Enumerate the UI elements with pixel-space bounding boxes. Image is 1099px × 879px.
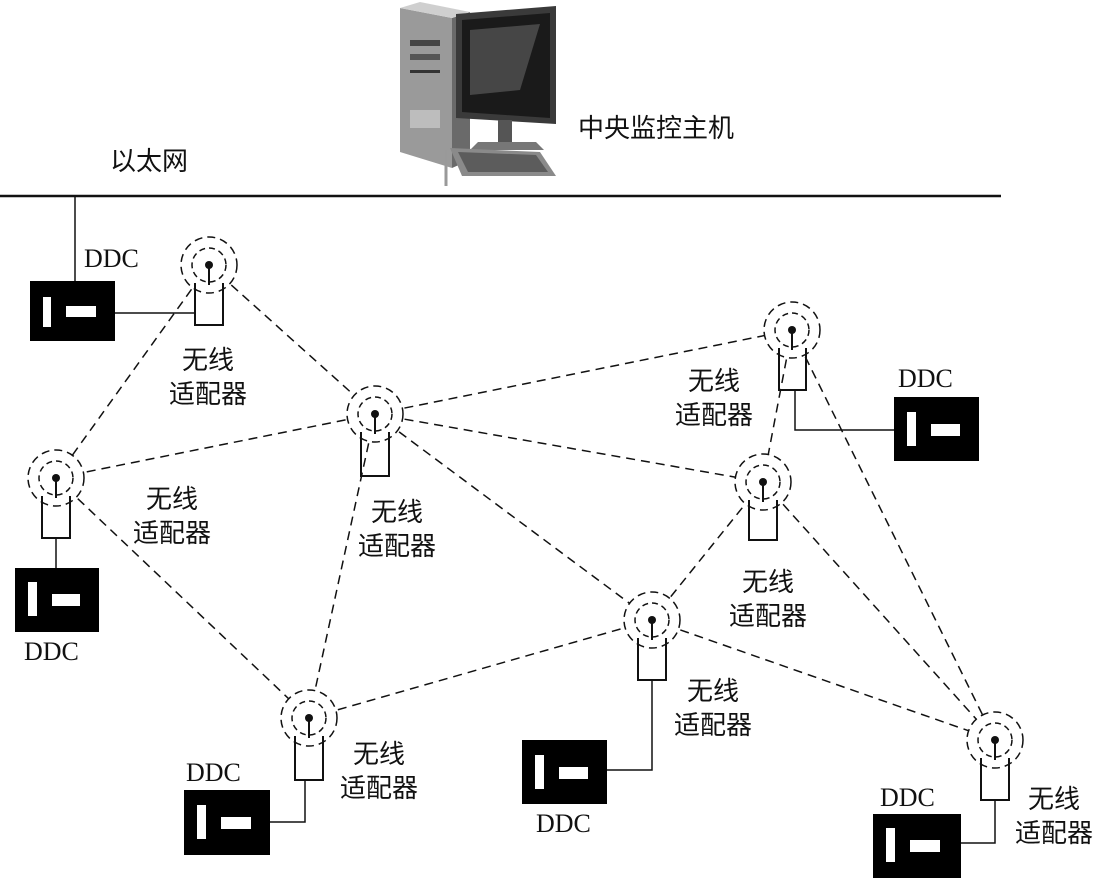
ddc-label-6: DDC — [880, 783, 935, 812]
link-D-H — [791, 329, 996, 741]
host-label: 中央监控主机 — [578, 114, 734, 144]
adapter-label-C: 无线 适配器 — [358, 498, 436, 562]
adapter-label-line2: 适配器 — [674, 711, 752, 741]
ddc-label-2: DDC — [24, 637, 79, 666]
adapter-label-D: 无线 适配器 — [675, 367, 753, 431]
adapter-label-F: 无线 适配器 — [729, 568, 807, 632]
adapter-label-line1: 无线 — [353, 740, 405, 770]
adapter-label-line2: 适配器 — [169, 380, 247, 410]
ddc-device-5 — [184, 790, 270, 855]
ethernet-label: 以太网 — [110, 147, 188, 177]
adapter-label-line1: 无线 — [182, 346, 234, 376]
adapter-label-line1: 无线 — [742, 568, 794, 598]
wireless-adapter-B — [27, 449, 85, 539]
adapter-label-A: 无线 适配器 — [169, 346, 247, 410]
ddc-device-2 — [15, 568, 99, 632]
ddc-wires — [55, 312, 996, 844]
wireless-adapter-E — [280, 689, 338, 781]
ddc-device-3 — [894, 397, 979, 461]
link-G-H — [651, 619, 996, 741]
wireless-adapter-C — [346, 385, 404, 477]
adapter-label-G: 无线 适配器 — [674, 677, 752, 741]
link-C-D — [374, 329, 793, 415]
link-A-C — [208, 264, 376, 415]
adapter-label-line1: 无线 — [688, 367, 740, 397]
ddc-device-4 — [522, 740, 607, 804]
adapter-label-line1: 无线 — [146, 485, 198, 515]
link-A-B — [55, 264, 210, 479]
link-E-G — [308, 619, 653, 719]
ddc-device-1 — [30, 281, 115, 341]
adapter-label-H: 无线 适配器 — [1015, 785, 1093, 849]
wireless-adapter-H — [966, 711, 1024, 801]
link-F-H — [762, 481, 996, 741]
adapter-label-B: 无线 适配器 — [133, 485, 211, 549]
link-B-E — [55, 477, 310, 719]
adapter-label-line1: 无线 — [1028, 785, 1080, 815]
wireless-adapter-G — [623, 591, 681, 681]
ddc-device-6 — [873, 814, 961, 878]
link-C-F — [374, 413, 764, 483]
adapter-label-line2: 适配器 — [358, 532, 436, 562]
adapter-label-line1: 无线 — [687, 677, 739, 707]
computer-icon — [400, 2, 556, 186]
ddc-label-5: DDC — [186, 758, 241, 787]
adapter-label-line2: 适配器 — [1015, 819, 1093, 849]
adapter-label-line1: 无线 — [371, 498, 423, 528]
wireless-adapter-A — [180, 236, 238, 326]
adapter-label-E: 无线 适配器 — [340, 740, 418, 804]
adapter-label-line2: 适配器 — [675, 401, 753, 431]
wireless-adapter-F — [734, 453, 792, 541]
ddc-label-3: DDC — [898, 364, 953, 393]
link-C-B — [55, 413, 376, 479]
wireless-adapter-D — [763, 301, 821, 391]
adapter-label-line2: 适配器 — [340, 774, 418, 804]
ddc-label-4: DDC — [536, 809, 591, 838]
adapter-label-line2: 适配器 — [729, 602, 807, 632]
adapter-label-line2: 适配器 — [133, 519, 211, 549]
link-C-G — [374, 413, 653, 621]
link-C-E — [308, 413, 376, 719]
ddc-label-1: DDC — [84, 244, 139, 273]
